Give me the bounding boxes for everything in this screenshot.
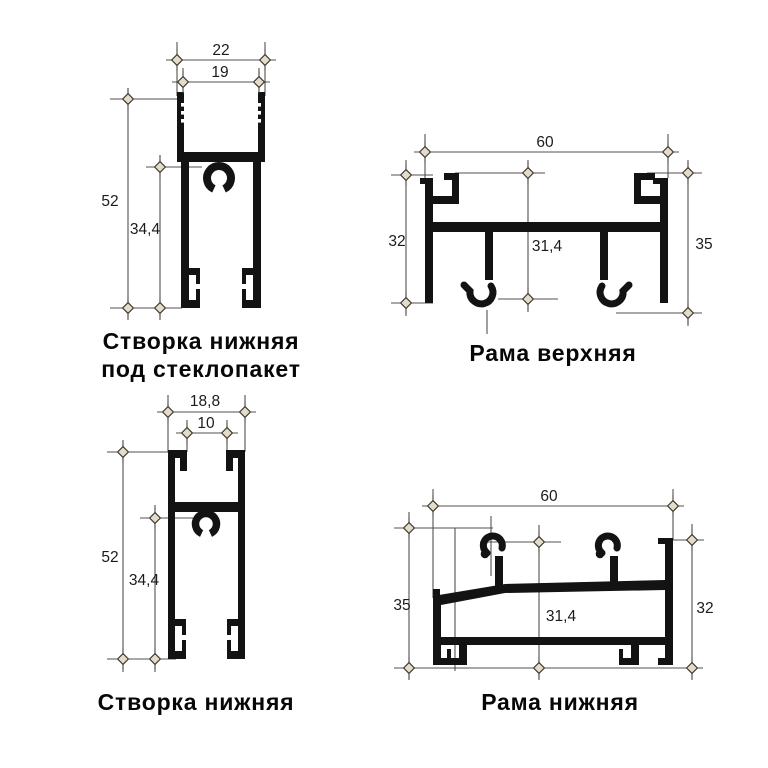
dimension-label-height-left: 32 [388, 233, 405, 250]
hook-head-right [594, 532, 621, 557]
hook-head-left [479, 532, 506, 557]
profile-frame-upper: 60 32 31,4 35 Рама верхняя [388, 134, 713, 366]
dimension-label-height-right: 32 [696, 600, 713, 617]
dimension-label-height-right: 35 [695, 236, 712, 253]
dimension-label-width-inner: 19 [211, 64, 228, 81]
caption-sash-lower: Створка нижняя [98, 689, 295, 715]
dimension-label-height-lower: 34,4 [130, 221, 161, 238]
roller-channel-left [460, 281, 497, 308]
dimension-label-width: 60 [540, 488, 558, 505]
dimension-label-width-inner: 10 [197, 415, 215, 432]
dimension-label-height-lower: 34,4 [129, 572, 160, 589]
dimension-label-height-total: 52 [101, 193, 118, 210]
caption-sash-lower-glazing-line2: под стеклопакет [101, 356, 301, 382]
profile-frame-lower: 60 35 31,4 32 Рама нижняя [393, 488, 713, 715]
profile-sash-lower: 18,8 10 52 34,4 Створка нижняя [98, 393, 295, 715]
omega-clip [191, 509, 221, 537]
dimension-label-height-mid: 31,4 [546, 608, 577, 625]
roller-channel-right [596, 281, 633, 308]
dimension-label-width-outer: 22 [212, 42, 229, 59]
caption-sash-lower-glazing-line1: Створка нижняя [103, 328, 300, 354]
caption-frame-upper: Рама верхняя [469, 340, 636, 366]
caption-frame-lower: Рама нижняя [481, 689, 639, 715]
omega-clip [203, 162, 235, 193]
dimension-label-height-total: 52 [101, 549, 118, 566]
profile-sash-lower-glazing: 22 19 52 34,4 Створка нижняя под стеклоп… [101, 42, 301, 382]
dimension-label-width: 60 [536, 134, 554, 151]
dimension-label-height-mid: 31,4 [532, 238, 563, 255]
dimension-label-height-left: 35 [393, 597, 410, 614]
dimension-label-width-outer: 18,8 [190, 393, 220, 410]
